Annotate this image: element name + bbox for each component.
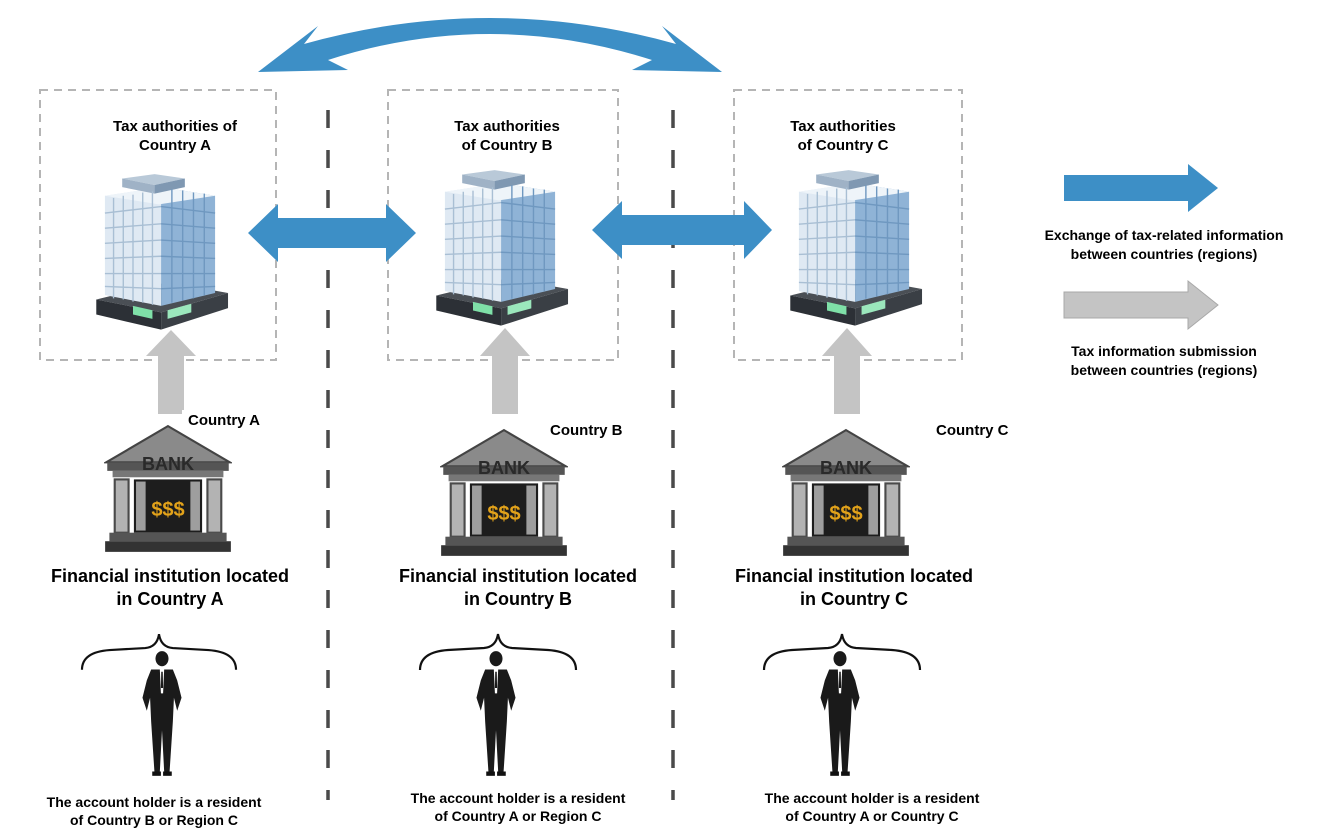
double-headed-arrow-icon bbox=[592, 201, 772, 259]
country-c-label: Country C bbox=[930, 420, 1015, 443]
bank-icon: BANK $$$ bbox=[782, 429, 910, 557]
svg-text:BANK: BANK bbox=[142, 454, 194, 474]
legend-submission-arrow bbox=[1063, 279, 1219, 331]
legend-exchange-arrow bbox=[1064, 164, 1218, 212]
businessman-icon bbox=[820, 651, 860, 776]
institution-b-label: Financial institution located in Country… bbox=[398, 566, 638, 610]
legend-exchange-label: Exchange of tax-related information betw… bbox=[1044, 227, 1284, 262]
tax-authority-a-label: Tax authorities of Country A bbox=[113, 118, 237, 154]
legend-submission-label: Tax information submission between count… bbox=[1070, 343, 1258, 378]
institution-a-label: Financial institution located in Country… bbox=[50, 566, 290, 610]
bank-icon: BANK $$$ bbox=[440, 429, 568, 557]
svg-text:$$$: $$$ bbox=[829, 503, 862, 525]
svg-text:$$$: $$$ bbox=[487, 503, 520, 525]
businessman-icon bbox=[476, 651, 516, 776]
country-a-label: Country A bbox=[182, 410, 266, 433]
holder-c-label: The account holder is a resident of Coun… bbox=[764, 790, 980, 824]
up-arrow-icon bbox=[480, 328, 530, 414]
curved-exchange-arrow bbox=[258, 18, 722, 72]
up-arrow-icon bbox=[146, 330, 196, 414]
svg-text:BANK: BANK bbox=[478, 458, 530, 478]
holder-a-label: The account holder is a resident of Coun… bbox=[46, 794, 262, 828]
svg-text:BANK: BANK bbox=[820, 458, 872, 478]
tax-authority-c-label: Tax authorities of Country C bbox=[790, 118, 896, 154]
institution-c-label: Financial institution located in Country… bbox=[734, 566, 974, 610]
office-building-icon bbox=[789, 169, 923, 327]
up-arrow-icon bbox=[822, 328, 872, 414]
office-building-icon bbox=[435, 169, 569, 327]
double-headed-arrow-icon bbox=[248, 204, 416, 262]
businessman-icon bbox=[142, 651, 182, 776]
office-building-icon bbox=[95, 173, 229, 331]
bank-icon: BANK $$$ bbox=[104, 425, 232, 553]
country-b-label: Country B bbox=[544, 420, 629, 443]
tax-authority-b-label: Tax authorities of Country B bbox=[454, 118, 560, 154]
holder-b-label: The account holder is a resident of Coun… bbox=[410, 790, 626, 824]
svg-text:$$$: $$$ bbox=[151, 499, 184, 521]
